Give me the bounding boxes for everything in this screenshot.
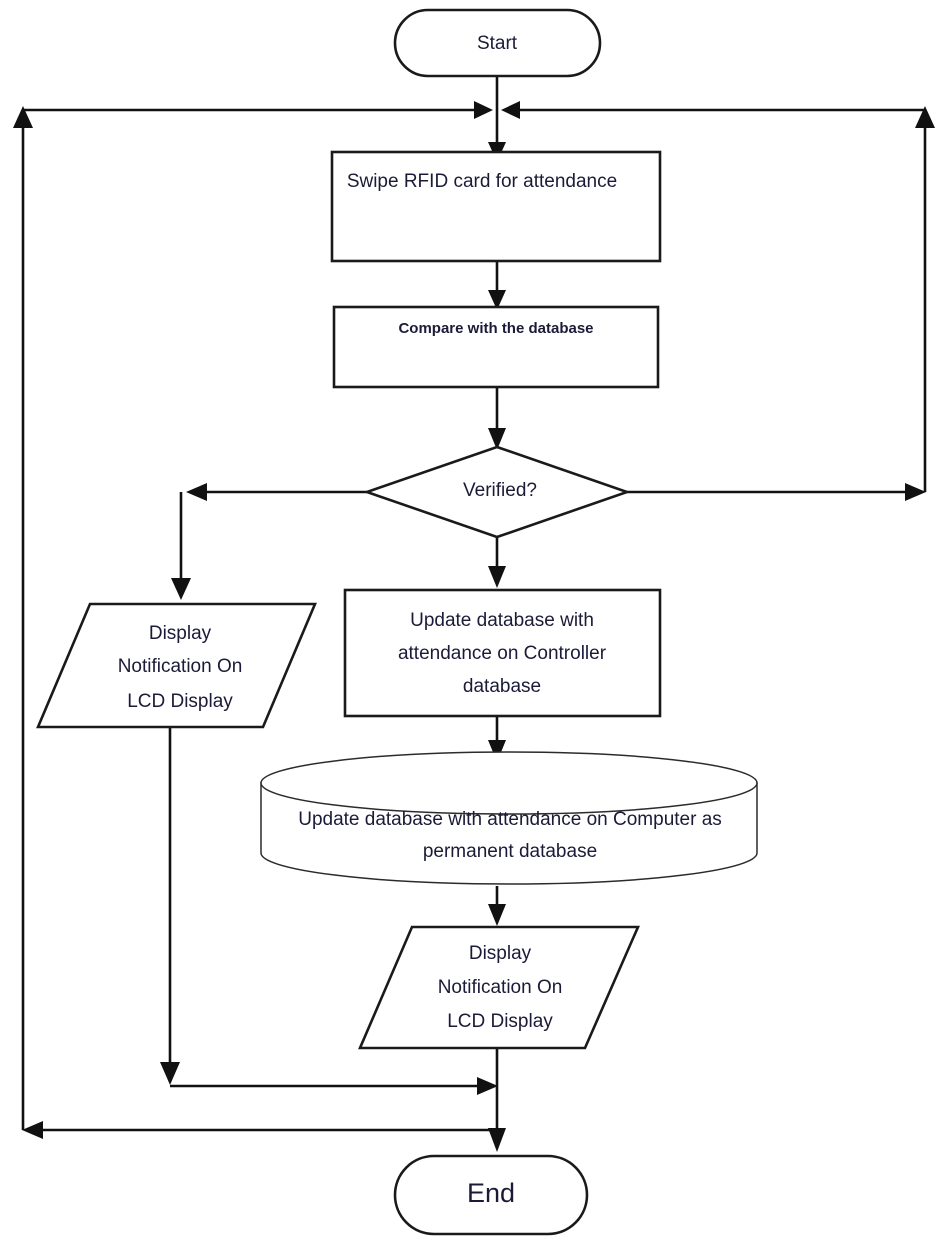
arrowhead-right-into-spine [477,1077,498,1095]
node-update-controller[interactable]: Update database with attendance on Contr… [343,588,662,718]
node-swipe-rfid[interactable]: Swipe RFID card for attendance [330,150,662,263]
compare-label: Compare with the database [398,320,593,337]
arrowhead-down-into-compare [488,290,506,310]
node-compare-database[interactable]: Compare with the database [332,305,660,389]
notify-left-line1: Display [149,623,212,644]
node-notify-left[interactable]: Display Notification On LCD Display [36,602,317,729]
update-controller-line2: attendance on Controller [398,643,607,664]
verified-decision-shape [363,445,631,539]
update-controller-line1: Update database with [410,610,594,631]
arrowhead-left-into-top-junction [501,101,520,119]
arrowhead-down-left-merge [160,1062,180,1085]
arrowhead-right-to-right-rail [905,483,926,501]
node-end[interactable]: End [393,1154,589,1236]
arrowhead-right-into-top-junction [474,101,493,119]
arrowhead-up-left-rail [13,106,33,128]
verified-label: Verified? [463,480,537,501]
database-line2: permanent database [423,841,597,862]
update-controller-shape [343,588,662,718]
node-notify-bottom[interactable]: Display Notification On LCD Display [358,925,640,1050]
database-line1: Update database with attendance on Compu… [298,809,722,830]
start-terminator-shape [393,8,602,78]
node-update-computer-database[interactable]: Update database with attendance on Compu… [260,751,758,885]
arrowhead-down-into-end [488,1128,506,1152]
arrowhead-down-into-verified [488,428,506,450]
notify-bottom-shape [358,925,640,1050]
database-cylinder-top [260,751,758,815]
start-label: Start [477,33,518,54]
swipe-process-shape [330,150,662,263]
notify-bottom-line2: Notification On [438,977,563,998]
arrowhead-down-into-update [488,566,506,588]
notify-bottom-line3: LCD Display [447,1011,553,1032]
connector-layer [13,76,935,1152]
arrowhead-up-right-rail [915,106,935,128]
update-controller-line3: database [463,676,541,697]
notify-bottom-line1: Display [469,943,532,964]
node-verified-decision[interactable]: Verified? [363,445,631,539]
swipe-label: Swipe RFID card for attendance [347,171,617,192]
compare-process-shape [332,305,660,389]
arrowhead-left-branch [186,483,207,501]
notify-left-shape [36,602,317,729]
notify-left-line3: LCD Display [127,691,233,712]
notify-left-line2: Notification On [118,656,243,677]
end-terminator-shape [393,1154,589,1236]
arrowhead-left-bottom-rail [22,1121,43,1139]
arrowhead-down-into-notify-left [171,578,191,600]
arrowhead-down-into-database [488,740,506,762]
node-start[interactable]: Start [393,8,602,78]
end-label: End [467,1178,515,1208]
arrowhead-down-into-notify-bottom [488,904,506,926]
